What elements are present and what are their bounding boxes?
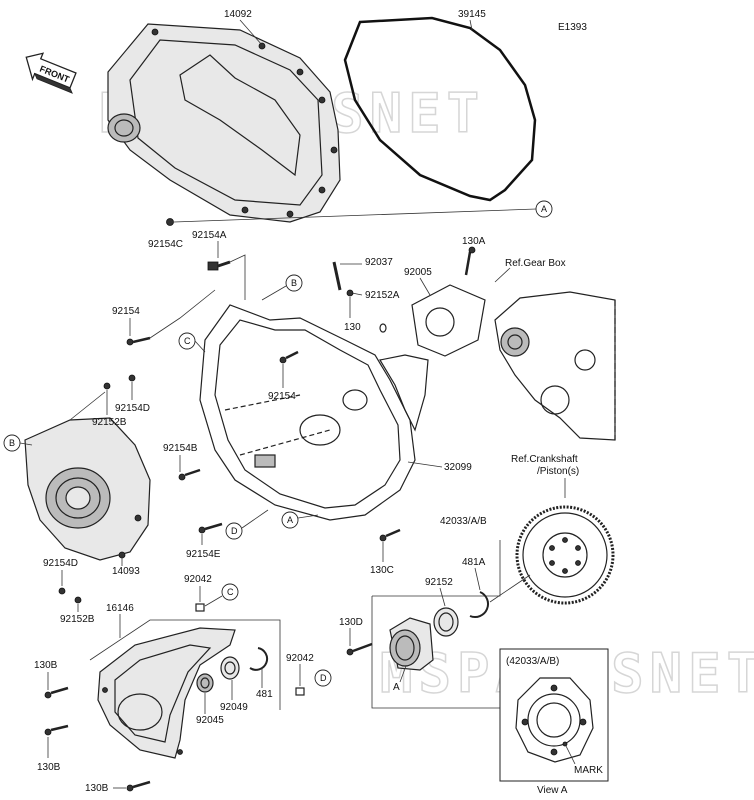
part-481-circlip[interactable] [249,647,269,671]
label-14092: 14092 [224,9,252,20]
label-92037: 92037 [365,257,393,268]
label-ref-crankshaft: Ref.Crankshaft [511,454,578,465]
part-92045-bearing[interactable] [196,673,214,693]
flywheel-reference [515,505,615,605]
svg-text:C: C [227,587,234,597]
part-16146-inner-cover[interactable] [97,627,236,759]
part-92154B-bolt[interactable] [178,468,201,481]
callout-c-mid: C [178,332,196,350]
part-481A-circlip[interactable] [469,591,489,618]
label-92154D-bot: 92154D [43,558,78,569]
label-130: 130 [344,322,361,333]
view-a-caption: View A [537,785,568,796]
label-130B-3: 130B [85,783,109,794]
callout-c-bottom: C [221,583,239,601]
label-16146: 16146 [106,603,134,614]
callout-a-top: A [535,200,553,218]
label-92152B-top: 92152B [92,417,127,428]
label-92154-mid: 92154 [268,391,296,402]
part-130B-bolt-3[interactable] [126,780,151,792]
callout-b-top: B [285,274,303,292]
part-130B-bolt-1[interactable] [44,686,69,699]
view-a-panel: (42033/A/B) MARK [499,648,609,782]
label-130B-1: 130B [34,660,58,671]
part-130C-bolt[interactable] [379,528,401,542]
callout-d-bottom: D [314,669,332,687]
label-92049: 92049 [220,702,248,713]
label-92154E: 92154E [186,549,221,560]
label-481: 481 [256,689,273,700]
part-92037-pin[interactable] [332,261,342,291]
label-92154B: 92154B [163,443,198,454]
label-130B-2: 130B [37,762,61,773]
svg-text:A: A [541,204,547,214]
part-92152A-dowel[interactable] [379,323,387,333]
label-130D: 130D [339,617,363,628]
part-14093-left-cover[interactable] [24,417,151,561]
svg-text:A: A [287,515,293,525]
part-130A-bolt[interactable] [464,246,476,276]
part-32099-crankcase[interactable] [199,304,429,521]
part-92005-plate[interactable] [411,284,486,357]
gear-box-reference [494,291,616,441]
label-14093: 14093 [112,566,140,577]
part-130B-bolt-2[interactable] [44,724,69,736]
svg-text:B: B [291,278,297,288]
part-42033-one-way-clutch[interactable] [389,617,434,671]
svg-text:D: D [320,673,327,683]
label-92042-top: 92042 [184,574,212,585]
label-92154-top: 92154 [112,306,140,317]
callout-b-left: B [3,434,21,452]
label-92005: 92005 [404,267,432,278]
part-92154D-bolt-top[interactable] [103,374,136,390]
part-14092-outer-cover[interactable] [107,23,341,223]
view-a-title: (42033/A/B) [506,656,559,667]
label-92154A: 92154A [192,230,227,241]
view-a-mark: MARK [574,765,603,776]
label-130A: 130A [462,236,486,247]
part-92154C-bolt[interactable] [166,218,174,226]
part-130D-bolt[interactable] [346,642,373,656]
part-92154-bolt-top[interactable] [126,336,151,346]
part-39145-gasket[interactable] [343,16,537,202]
label-481A: 481A [462,557,486,568]
part-130-bolt[interactable] [346,289,354,297]
part-92049-oil-seal[interactable] [220,656,240,680]
part-92154A-bolt[interactable] [207,260,231,271]
label-92154C: 92154C [148,239,183,250]
label-92152A: 92152A [365,290,400,301]
front-arrow-icon: FRONT [25,52,77,94]
label-130C: 130C [370,565,394,576]
part-92154D-bolt-bot[interactable] [58,587,66,595]
callout-d-mid: D [225,522,243,540]
label-92152B-bot: 92152B [60,614,95,625]
label-92042-bot: 92042 [286,653,314,664]
part-92042-dowel-bot[interactable] [295,687,305,696]
label-view-a-ref: A [393,682,400,693]
part-92154-bolt-mid[interactable] [279,350,299,364]
label-42033: 42033/A/B [440,516,487,527]
part-92154E-bolt[interactable] [198,522,223,534]
label-ref-piston: /Piston(s) [537,466,579,477]
svg-text:B: B [9,438,15,448]
part-92152B-dowel-bot[interactable] [74,596,82,604]
label-ref-gear-box: Ref.Gear Box [505,258,566,269]
label-39145: 39145 [458,9,486,20]
svg-text:C: C [184,336,191,346]
svg-text:D: D [231,526,238,536]
label-32099: 32099 [444,462,472,473]
part-92042-dowel-top[interactable] [195,603,205,612]
label-92045: 92045 [196,715,224,726]
label-92154D-top: 92154D [115,403,150,414]
diagram-id: E1393 [558,22,587,33]
label-92152: 92152 [425,577,453,588]
callout-a-mid: A [281,511,299,529]
part-92152-ring[interactable] [433,607,459,637]
